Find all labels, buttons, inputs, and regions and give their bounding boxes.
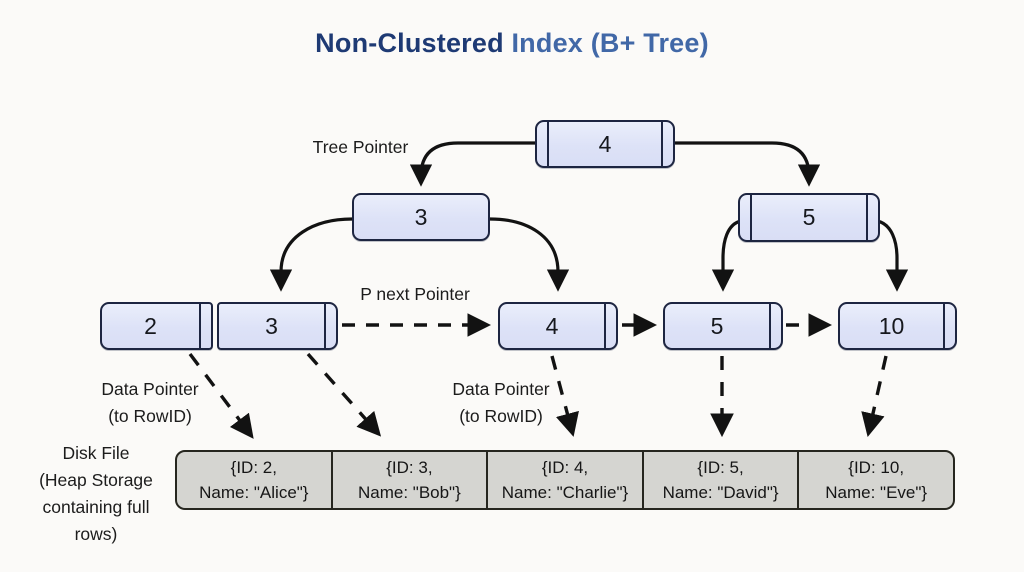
leaf4-pointer-slot [604, 304, 616, 348]
title-part-1: Non-Clustered [315, 28, 512, 58]
leaf10-pointer-slot [943, 304, 955, 348]
arrow-right-child-to-leaf10 [875, 219, 909, 292]
heap-row-charlie: {ID: 4, Name: "Charlie"} [488, 452, 644, 508]
arrow-datapointer-key3-to-row [306, 352, 382, 437]
heap-row-david-name: Name: "David"} [662, 483, 779, 502]
disk-file-line3: containing full [42, 497, 150, 517]
arrow-right-child-to-leaf5 [711, 219, 743, 292]
leaf-key-3: 3 [265, 312, 278, 339]
leaf2-pointer-slot [199, 304, 211, 348]
pnext-pointer-label: P next Pointer [360, 284, 470, 304]
disk-file-line2: (Heap Storage [39, 470, 153, 490]
arrow-root-to-right-child [673, 141, 821, 187]
heap-row-eve: {ID: 10, Name: "Eve"} [799, 452, 953, 508]
heap-row-charlie-name: Name: "Charlie"} [501, 483, 629, 502]
heap-row-bob: {ID: 3, Name: "Bob"} [333, 452, 489, 508]
internal-right-left-pointer-slot [740, 195, 752, 240]
heap-row-alice-id: {ID: 2, [230, 458, 277, 477]
heap-row-eve-name: Name: "Eve"} [825, 483, 928, 502]
data-pointer-mid-line1: Data Pointer [452, 379, 550, 399]
internal-right-key: 5 [802, 204, 816, 230]
data-pointer-left-line2: (to RowID) [108, 406, 192, 426]
disk-file-line4: rows) [74, 524, 118, 544]
leaf-key-10: 10 [878, 312, 905, 339]
disk-file-label: Disk File (Heap Storage containing full … [15, 440, 177, 548]
internal-left-key: 3 [414, 203, 428, 230]
heap-row-alice: {ID: 2, Name: "Alice"} [177, 452, 333, 508]
internal-node-left: 3 [352, 193, 490, 241]
internal-right-right-pointer-slot [866, 195, 878, 240]
leaf-node-key3: 3 [217, 302, 338, 350]
heap-row-bob-id: {ID: 3, [386, 458, 433, 477]
data-pointer-mid-line2: (to RowID) [459, 406, 543, 426]
leaf3-pointer-slot [324, 304, 336, 348]
leaf-key-2: 2 [144, 312, 157, 339]
heap-row-bob-name: Name: "Bob"} [357, 483, 461, 502]
root-right-pointer-slot [661, 122, 673, 166]
tree-pointer-label: Tree Pointer [312, 137, 409, 157]
page-title: Non-Clustered Index (B+ Tree) [0, 28, 1024, 59]
arrow-left-child-to-leaf4 [488, 217, 570, 292]
arrow-datapointer-key10-to-row [861, 355, 888, 437]
internal-node-right: 5 [738, 193, 880, 242]
data-pointer-label-mid: Data Pointer (to RowID) [426, 376, 576, 430]
arrow-left-child-to-leaf23 [269, 217, 354, 292]
arrow-root-to-left-child [409, 141, 537, 187]
heap-row-eve-id: {ID: 10, [848, 458, 905, 477]
root-left-pointer-slot [537, 122, 549, 166]
title-part-2: Index (B+ Tree) [511, 28, 709, 58]
disk-file-line1: Disk File [62, 443, 130, 463]
leaf-node-key5: 5 [663, 302, 783, 350]
heap-row-david-id: {ID: 5, [697, 458, 744, 477]
leaf-key-4: 4 [545, 312, 559, 339]
leaf-node-key10: 10 [838, 302, 957, 350]
leaf-key-5: 5 [710, 312, 724, 339]
heap-row-charlie-id: {ID: 4, [541, 458, 589, 477]
heap-storage-row: {ID: 2, Name: "Alice"} {ID: 3, Name: "Bo… [175, 450, 955, 510]
leaf5-pointer-slot [769, 304, 781, 348]
data-pointer-label-left: Data Pointer (to RowID) [75, 376, 225, 430]
leaf-node-key2: 2 [100, 302, 213, 350]
arrow-datapointer-key2-to-row [188, 352, 254, 439]
arrow-datapointer-key4-to-row [550, 355, 579, 437]
heap-row-david: {ID: 5, Name: "David"} [644, 452, 800, 508]
tree-root-node: 4 [535, 120, 675, 168]
root-key: 4 [598, 130, 612, 157]
heap-row-alice-name: Name: "Alice"} [199, 483, 309, 502]
data-pointer-left-line1: Data Pointer [101, 379, 199, 399]
leaf-node-key4: 4 [498, 302, 618, 350]
